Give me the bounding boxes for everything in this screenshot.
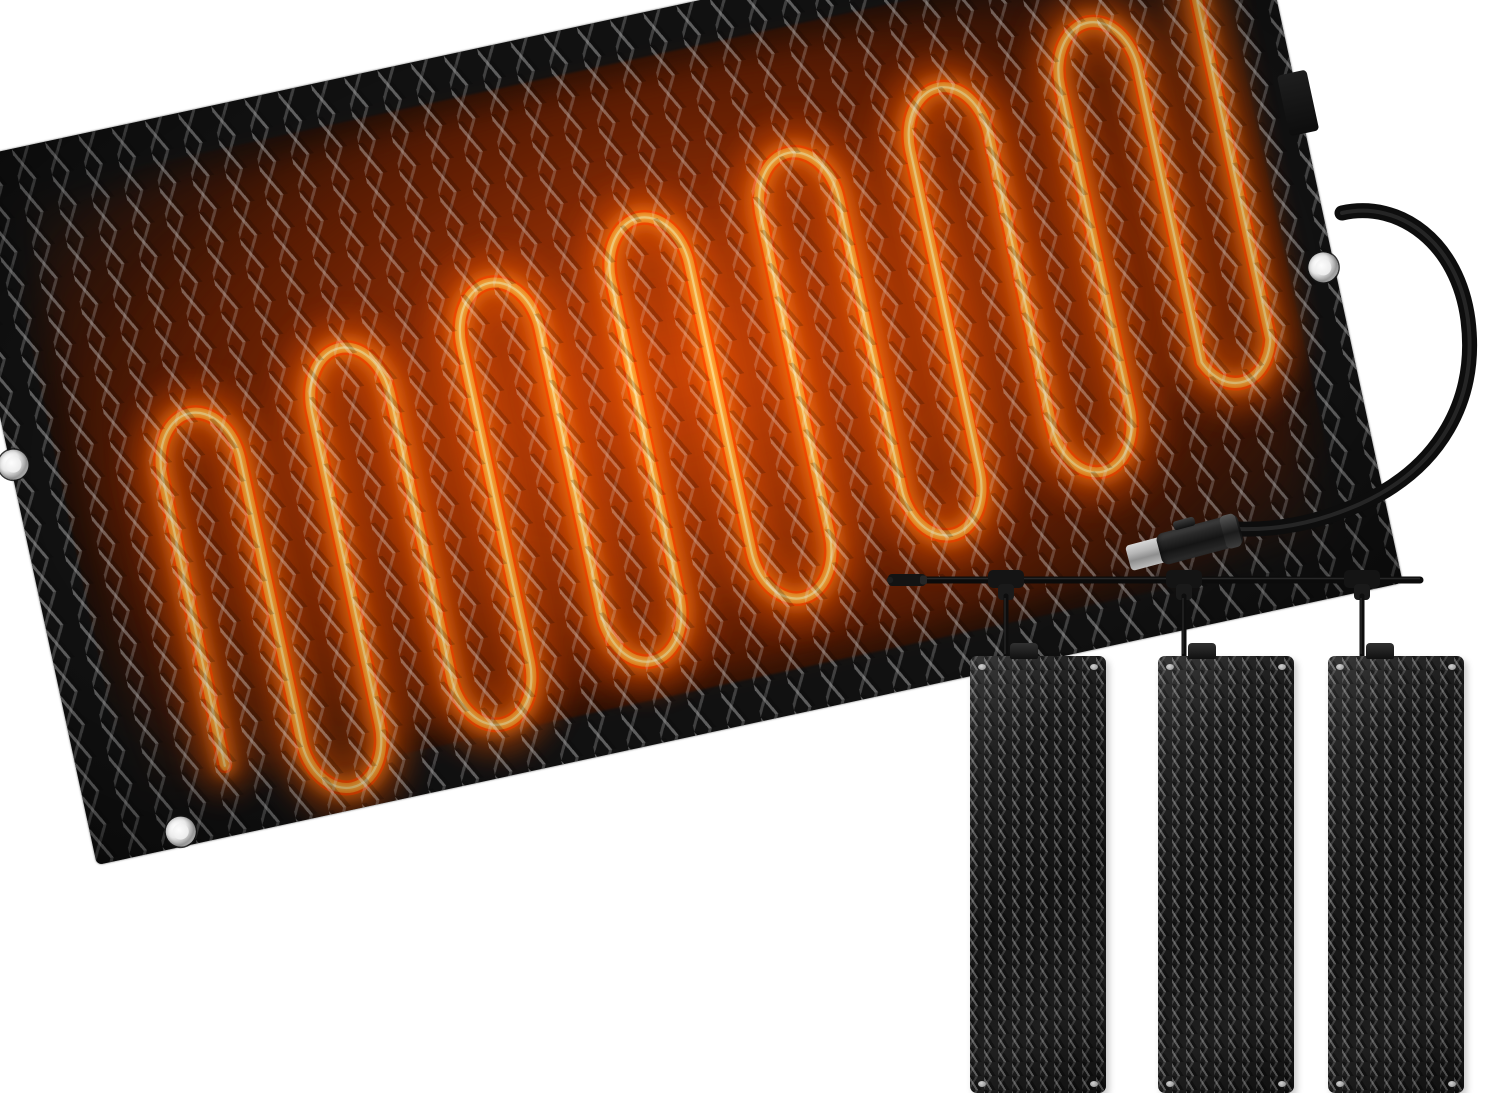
mini-grommet-bl xyxy=(978,1081,986,1087)
mini-grommet-tl xyxy=(978,664,986,670)
mini-grommet-tr xyxy=(1278,664,1286,670)
mini-mat-2-cable-tab xyxy=(1188,643,1216,659)
mini-mat-texture xyxy=(1158,656,1294,1093)
t-splitter-1 xyxy=(988,570,1024,659)
mini-grommet-bl xyxy=(1336,1081,1344,1087)
mini-grommet-bl xyxy=(1166,1081,1174,1087)
mini-mat-texture xyxy=(970,656,1106,1093)
harness-end-terminal xyxy=(888,574,926,586)
mini-grommet-br xyxy=(1090,1081,1098,1087)
mini-grommet-tl xyxy=(1166,664,1174,670)
mini-mat-sheen xyxy=(970,656,1106,1093)
bus-harness xyxy=(886,570,1424,659)
mini-grommet-tr xyxy=(1448,664,1456,670)
mini-mat-sheen xyxy=(1328,656,1464,1093)
t-splitter-3 xyxy=(1344,570,1380,659)
mini-mat-sheen xyxy=(1158,656,1294,1093)
mini-mat-3-cable-tab xyxy=(1366,643,1394,659)
mini-grommet-tr xyxy=(1090,664,1098,670)
mini-grommet-br xyxy=(1278,1081,1286,1087)
mini-mat-1-cable-tab xyxy=(1010,643,1038,659)
mini-grommet-tl xyxy=(1336,664,1344,670)
daisy-chain-diagram xyxy=(880,556,1500,1093)
mini-mat-1 xyxy=(970,656,1106,1093)
mini-mat-texture xyxy=(1328,656,1464,1093)
mini-mat-2 xyxy=(1158,656,1294,1093)
mini-grommet-br xyxy=(1448,1081,1456,1087)
mini-mat-3 xyxy=(1328,656,1464,1093)
t-splitter-2 xyxy=(1166,570,1202,659)
